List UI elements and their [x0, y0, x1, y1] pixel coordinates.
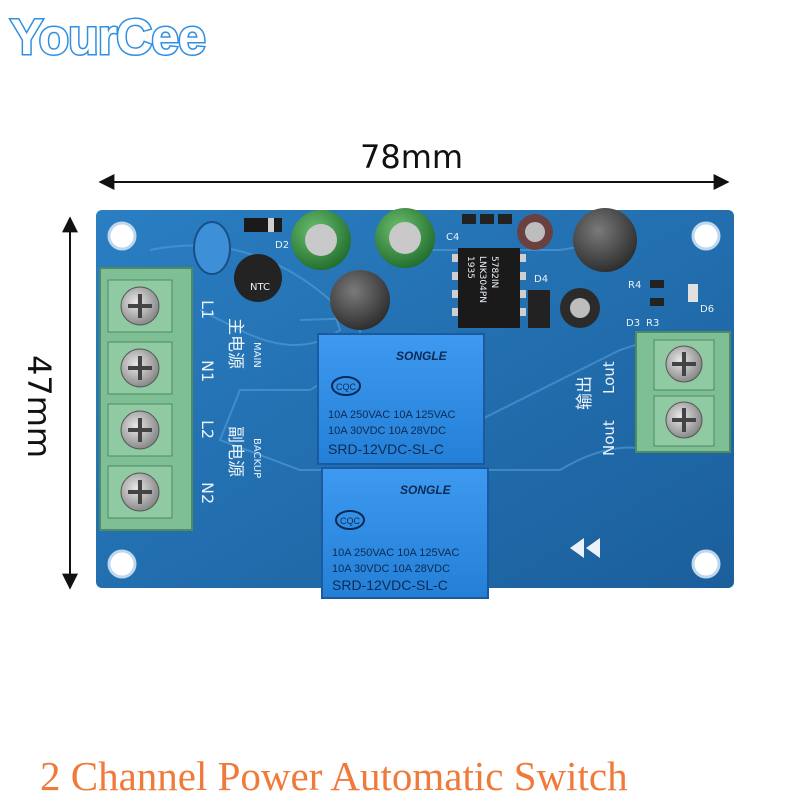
label-l2: L2 — [198, 420, 217, 439]
ic-text-3: 5782IN — [489, 256, 499, 288]
label-d4: D4 — [534, 274, 548, 285]
mounting-holes — [107, 221, 721, 579]
relay-1-model: SRD-12VDC-SL-C — [328, 441, 444, 457]
relay-1: SONGLE CQC 10A 250VAC 10A 125VAC 10A 30V… — [317, 333, 485, 465]
terminal-screws — [107, 279, 173, 519]
label-d6: D6 — [700, 304, 714, 315]
label-d3: D3 — [626, 318, 640, 329]
brand-logo: YourCee — [9, 8, 208, 67]
blue-ceramic-capacitor — [193, 221, 231, 275]
label-r4: R4 — [628, 280, 641, 291]
label-backup-cn: 副电源 — [225, 426, 245, 477]
output-terminal-block — [635, 331, 731, 453]
label-output-cn: 输出 — [575, 376, 595, 410]
product-caption: 2 Channel Power Automatic Switch — [40, 753, 628, 799]
width-dimension-label: 78mm — [360, 138, 464, 176]
relay-2-model: SRD-12VDC-SL-C — [332, 577, 448, 593]
relay-1-cert: CQC — [336, 382, 357, 392]
relay-2-rating-2: 10A 30VDC 10A 28VDC — [332, 563, 450, 575]
label-c4: C4 — [446, 232, 459, 243]
smd-components — [462, 214, 698, 328]
diode-d2 — [244, 218, 282, 232]
label-nout: Nout — [600, 420, 618, 456]
label-main: MAIN — [251, 342, 262, 368]
board-logo-icon — [570, 538, 600, 558]
relay-2-rating-1: 10A 250VAC 10A 125VAC — [332, 547, 459, 559]
inductor-2 — [573, 208, 637, 272]
relay-2: SONGLE CQC 10A 250VAC 10A 125VAC 10A 30V… — [321, 467, 489, 599]
label-main-cn: 主电源 — [225, 318, 245, 369]
label-lout: Lout — [600, 361, 618, 394]
relay-2-cert: CQC — [340, 516, 361, 526]
label-r3: R3 — [646, 318, 659, 329]
label-l1: L1 — [198, 300, 217, 319]
ic-chip: 1935 LNK304PN 5782IN — [452, 248, 526, 328]
label-d2: D2 — [275, 240, 289, 251]
height-dimension-label: 47mm — [20, 355, 58, 459]
label-ntc: NTC — [250, 282, 270, 293]
input-terminal-block — [99, 267, 193, 531]
inductor-1 — [330, 270, 390, 330]
ic-text-1: 1935 — [465, 256, 475, 279]
relay-1-brand: SONGLE — [396, 349, 448, 363]
ntc-thermistor — [234, 254, 282, 302]
ic-text-2: LNK304PN — [477, 256, 487, 303]
relay-1-rating-1: 10A 250VAC 10A 125VAC — [328, 409, 455, 421]
label-backup: BACKUP — [251, 438, 262, 478]
label-n2: N2 — [198, 482, 217, 504]
label-n1: N1 — [198, 360, 217, 382]
relay-1-rating-2: 10A 30VDC 10A 28VDC — [328, 425, 446, 437]
relay-2-brand: SONGLE — [400, 483, 452, 497]
